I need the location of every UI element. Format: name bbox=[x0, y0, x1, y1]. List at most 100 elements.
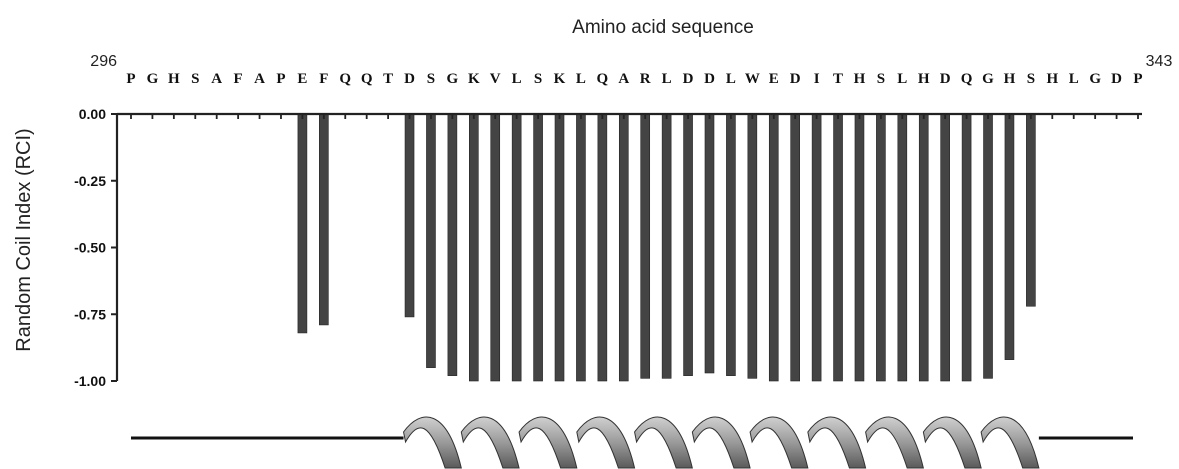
residue-letter: E bbox=[297, 71, 307, 87]
rci-bar bbox=[297, 113, 308, 334]
residue-letter: Q bbox=[361, 71, 373, 87]
residue-letter: L bbox=[897, 71, 907, 87]
residue-letter: Q bbox=[597, 71, 609, 87]
residue-letter: P bbox=[1133, 71, 1142, 87]
helix-turn bbox=[980, 416, 1040, 469]
rci-bar bbox=[319, 113, 329, 326]
helix-turn bbox=[460, 416, 520, 469]
residue-letter: S bbox=[191, 71, 199, 87]
residue-letter: S bbox=[1027, 71, 1035, 87]
helix-turn bbox=[749, 416, 809, 469]
rci-bar bbox=[897, 113, 908, 382]
rci-bar bbox=[918, 113, 929, 382]
residue-letter: S bbox=[534, 71, 542, 87]
rci-bar bbox=[661, 113, 672, 379]
residue-letter: A bbox=[211, 71, 222, 87]
rci-bar bbox=[576, 113, 586, 382]
residue-letter: L bbox=[576, 71, 586, 87]
residue-letter: A bbox=[618, 71, 629, 87]
rci-bar bbox=[811, 113, 822, 382]
helix-turn bbox=[402, 416, 462, 469]
secondary-structure-track bbox=[131, 416, 1133, 469]
y-tick-label: -0.75 bbox=[74, 306, 106, 322]
helix-turn bbox=[634, 416, 693, 469]
helix-turn bbox=[922, 416, 982, 469]
start-residue-label: 296 bbox=[90, 53, 117, 70]
rci-bar bbox=[704, 113, 715, 374]
bar-series bbox=[297, 113, 1036, 382]
residue-letter: G bbox=[447, 71, 459, 87]
residue-letter: D bbox=[1111, 71, 1122, 87]
residue-letter: T bbox=[383, 71, 393, 87]
rci-bar bbox=[1004, 113, 1015, 360]
residue-letter: K bbox=[468, 71, 480, 87]
residue-letter: D bbox=[940, 71, 951, 87]
residue-letter: I bbox=[814, 71, 820, 87]
rci-bar bbox=[983, 113, 993, 379]
rci-bar bbox=[447, 113, 458, 376]
rci-bar bbox=[768, 113, 779, 382]
rci-bar bbox=[426, 113, 436, 368]
residue-letter: V bbox=[490, 71, 501, 87]
residue-letter: L bbox=[662, 71, 672, 87]
helix-turn bbox=[576, 416, 636, 469]
residue-letter: Q bbox=[961, 71, 973, 87]
residue-letter: F bbox=[234, 71, 243, 87]
residue-letter: Q bbox=[339, 71, 351, 87]
rci-bar bbox=[876, 113, 886, 382]
rci-bar bbox=[618, 113, 629, 382]
residue-letter: A bbox=[254, 71, 265, 87]
residue-letter: L bbox=[1069, 71, 1079, 87]
end-residue-label: 343 bbox=[1146, 53, 1173, 70]
rci-bar bbox=[854, 113, 865, 382]
rci-bar bbox=[469, 113, 479, 382]
residue-letter: T bbox=[833, 71, 843, 87]
rci-bar bbox=[554, 113, 565, 382]
y-tick-label: -0.25 bbox=[74, 173, 106, 189]
rci-bar bbox=[404, 113, 415, 318]
residue-letter: D bbox=[790, 71, 801, 87]
residue-letter: H bbox=[1004, 71, 1016, 87]
residue-letter: D bbox=[404, 71, 415, 87]
rci-bar bbox=[1026, 113, 1036, 307]
y-tick-label: 0.00 bbox=[79, 106, 106, 122]
residue-letter: E bbox=[769, 71, 779, 87]
y-axis-label: Random Coil Index (RCI) bbox=[13, 128, 35, 351]
residue-letter: H bbox=[168, 71, 180, 87]
residue-letter: G bbox=[982, 71, 994, 87]
residue-letter: L bbox=[726, 71, 736, 87]
chart-title: Amino acid sequence bbox=[572, 17, 754, 38]
residue-letter: S bbox=[427, 71, 435, 87]
rci-bar bbox=[726, 113, 736, 376]
residue-letter: K bbox=[554, 71, 566, 87]
rci-bar bbox=[961, 113, 972, 382]
residue-letter: D bbox=[683, 71, 694, 87]
chart-axes bbox=[115, 112, 1142, 381]
residue-letter: S bbox=[877, 71, 885, 87]
y-tick-label: -0.50 bbox=[74, 240, 106, 256]
rci-bar bbox=[533, 113, 543, 382]
residue-letter: G bbox=[147, 71, 159, 87]
residue-letter: P bbox=[276, 71, 285, 87]
helix-turn bbox=[865, 416, 924, 469]
residue-letter: L bbox=[512, 71, 522, 87]
rci-bar bbox=[640, 113, 651, 379]
rci-bar bbox=[490, 113, 501, 382]
y-tick-label: -1.00 bbox=[74, 373, 106, 389]
residue-letter: H bbox=[918, 71, 930, 87]
rci-bar bbox=[597, 113, 608, 382]
rci-bar bbox=[940, 113, 950, 382]
residue-letter: H bbox=[1046, 71, 1058, 87]
helix-turn bbox=[807, 416, 867, 469]
residue-letter: W bbox=[745, 71, 760, 87]
residue-letter: R bbox=[640, 71, 651, 87]
residue-letter: H bbox=[854, 71, 866, 87]
rci-bar bbox=[511, 113, 522, 382]
helix-turn bbox=[691, 416, 751, 469]
residue-letter: D bbox=[704, 71, 715, 87]
residue-letter: P bbox=[126, 71, 135, 87]
residue-letter: G bbox=[1089, 71, 1101, 87]
rci-bar bbox=[833, 113, 843, 382]
